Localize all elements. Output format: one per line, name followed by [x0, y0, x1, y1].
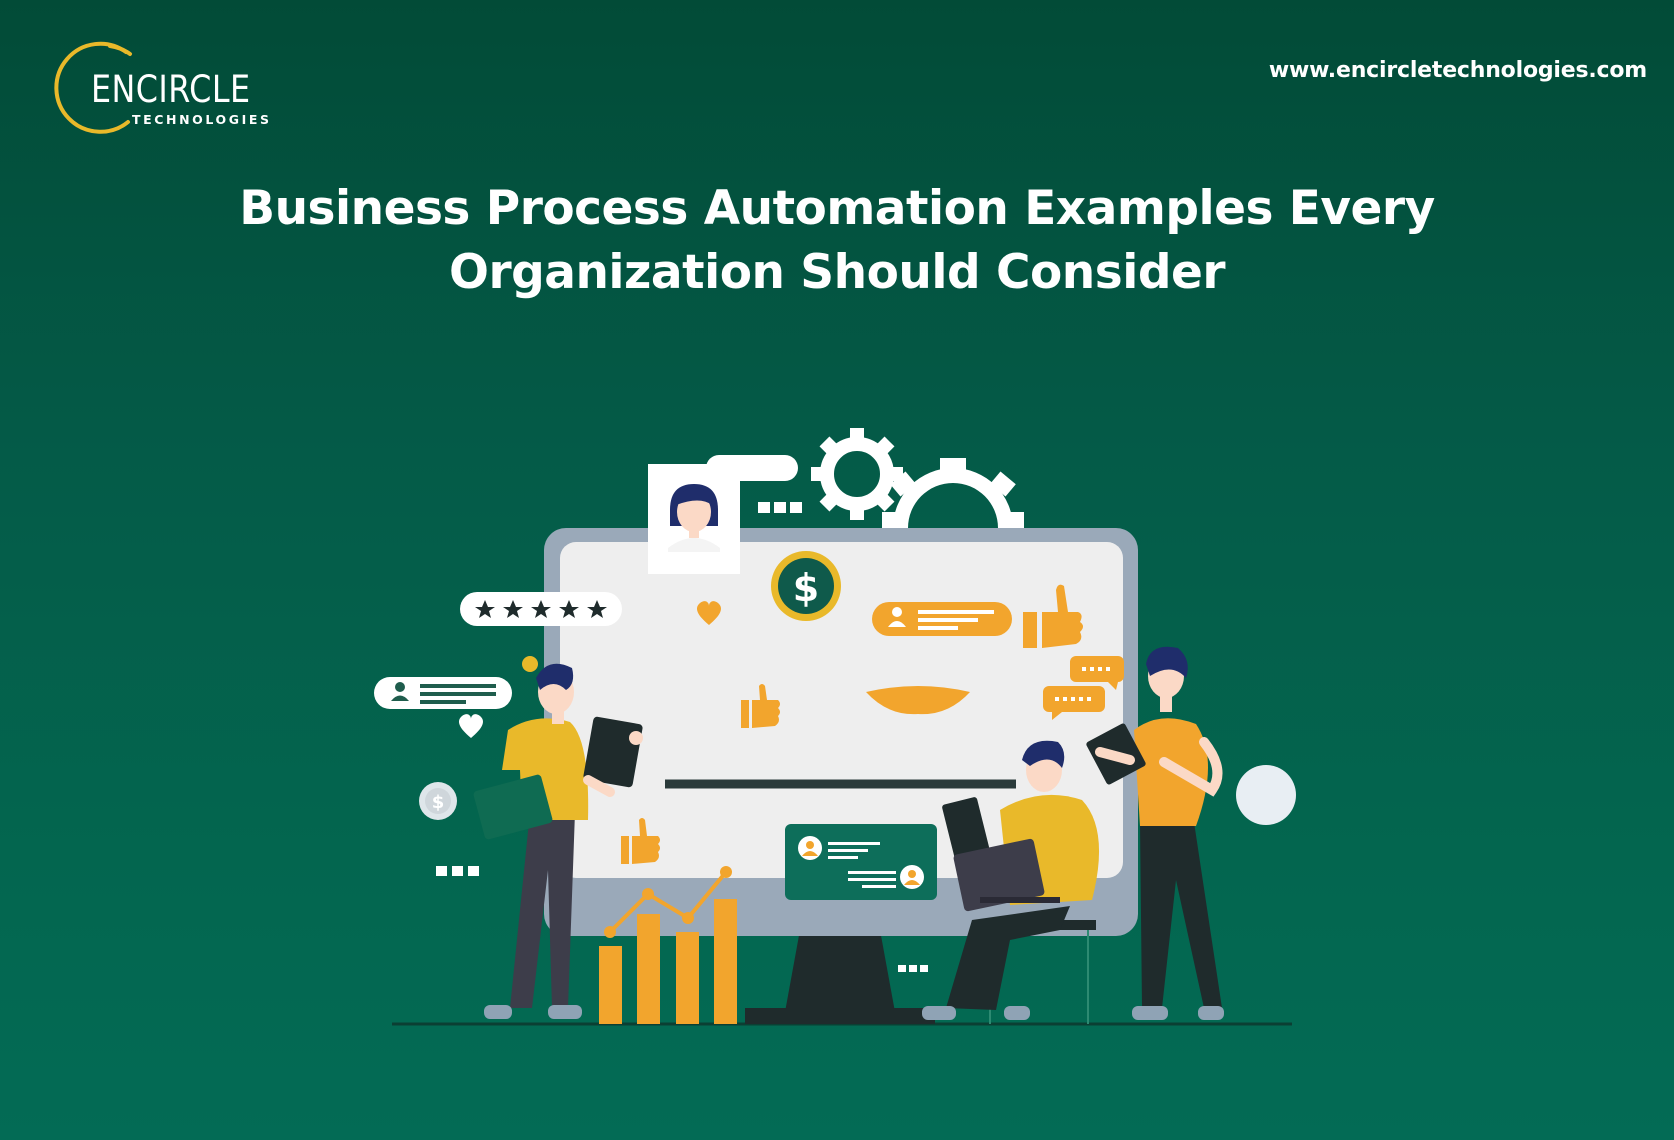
heart-icon: [697, 601, 721, 625]
silver-coin-icon: $: [419, 782, 457, 820]
person-sitting: [922, 740, 1100, 1024]
profile-card: [648, 455, 798, 574]
ellipsis-icon-bottom: [898, 965, 928, 972]
gear-icon: [811, 428, 903, 520]
heart-icon-white: [459, 714, 483, 738]
chat-bubble-icon: [1043, 656, 1124, 720]
smile-shape: [866, 686, 970, 715]
monitor-stand: [745, 930, 935, 1024]
user-message-pill: [872, 602, 1012, 636]
brand-logo: ENCIRCLE TECHNOLOGIES: [48, 38, 308, 138]
currency-symbol: $: [793, 566, 819, 610]
brand-tagline: TECHNOLOGIES: [132, 112, 272, 127]
page-title: Business Process Automation Examples Eve…: [0, 177, 1674, 305]
ellipsis-icon: [758, 502, 802, 513]
website-url[interactable]: www.encircletechnologies.com: [1268, 58, 1647, 83]
person-left: [473, 656, 643, 1019]
dollar-coin-icon: $: [771, 551, 841, 621]
star-icon: [475, 600, 607, 618]
bar-chart-icon: [599, 866, 737, 1024]
brand-name: ENCIRCLE: [91, 68, 251, 111]
title-line-1: Business Process Automation Examples Eve…: [239, 181, 1435, 236]
user-message-pill-left: [374, 677, 512, 709]
person-right: [1086, 646, 1224, 1020]
star-rating-pill: [460, 592, 622, 626]
thumbs-up-icon-small: [741, 684, 780, 728]
svg-text:$: $: [432, 792, 445, 813]
gear-icon-large: [882, 458, 1024, 528]
thumbs-up-icon-small-2: [621, 818, 660, 864]
chat-card: [785, 824, 937, 900]
ellipsis-icon-left: [436, 866, 479, 876]
title-line-2: Organization Should Consider: [448, 245, 1226, 300]
logo-ring-icon: [54, 41, 132, 134]
decorative-circle: [1236, 765, 1296, 825]
thumbs-up-icon: [1023, 584, 1083, 648]
user-avatar-icon: [668, 484, 720, 552]
